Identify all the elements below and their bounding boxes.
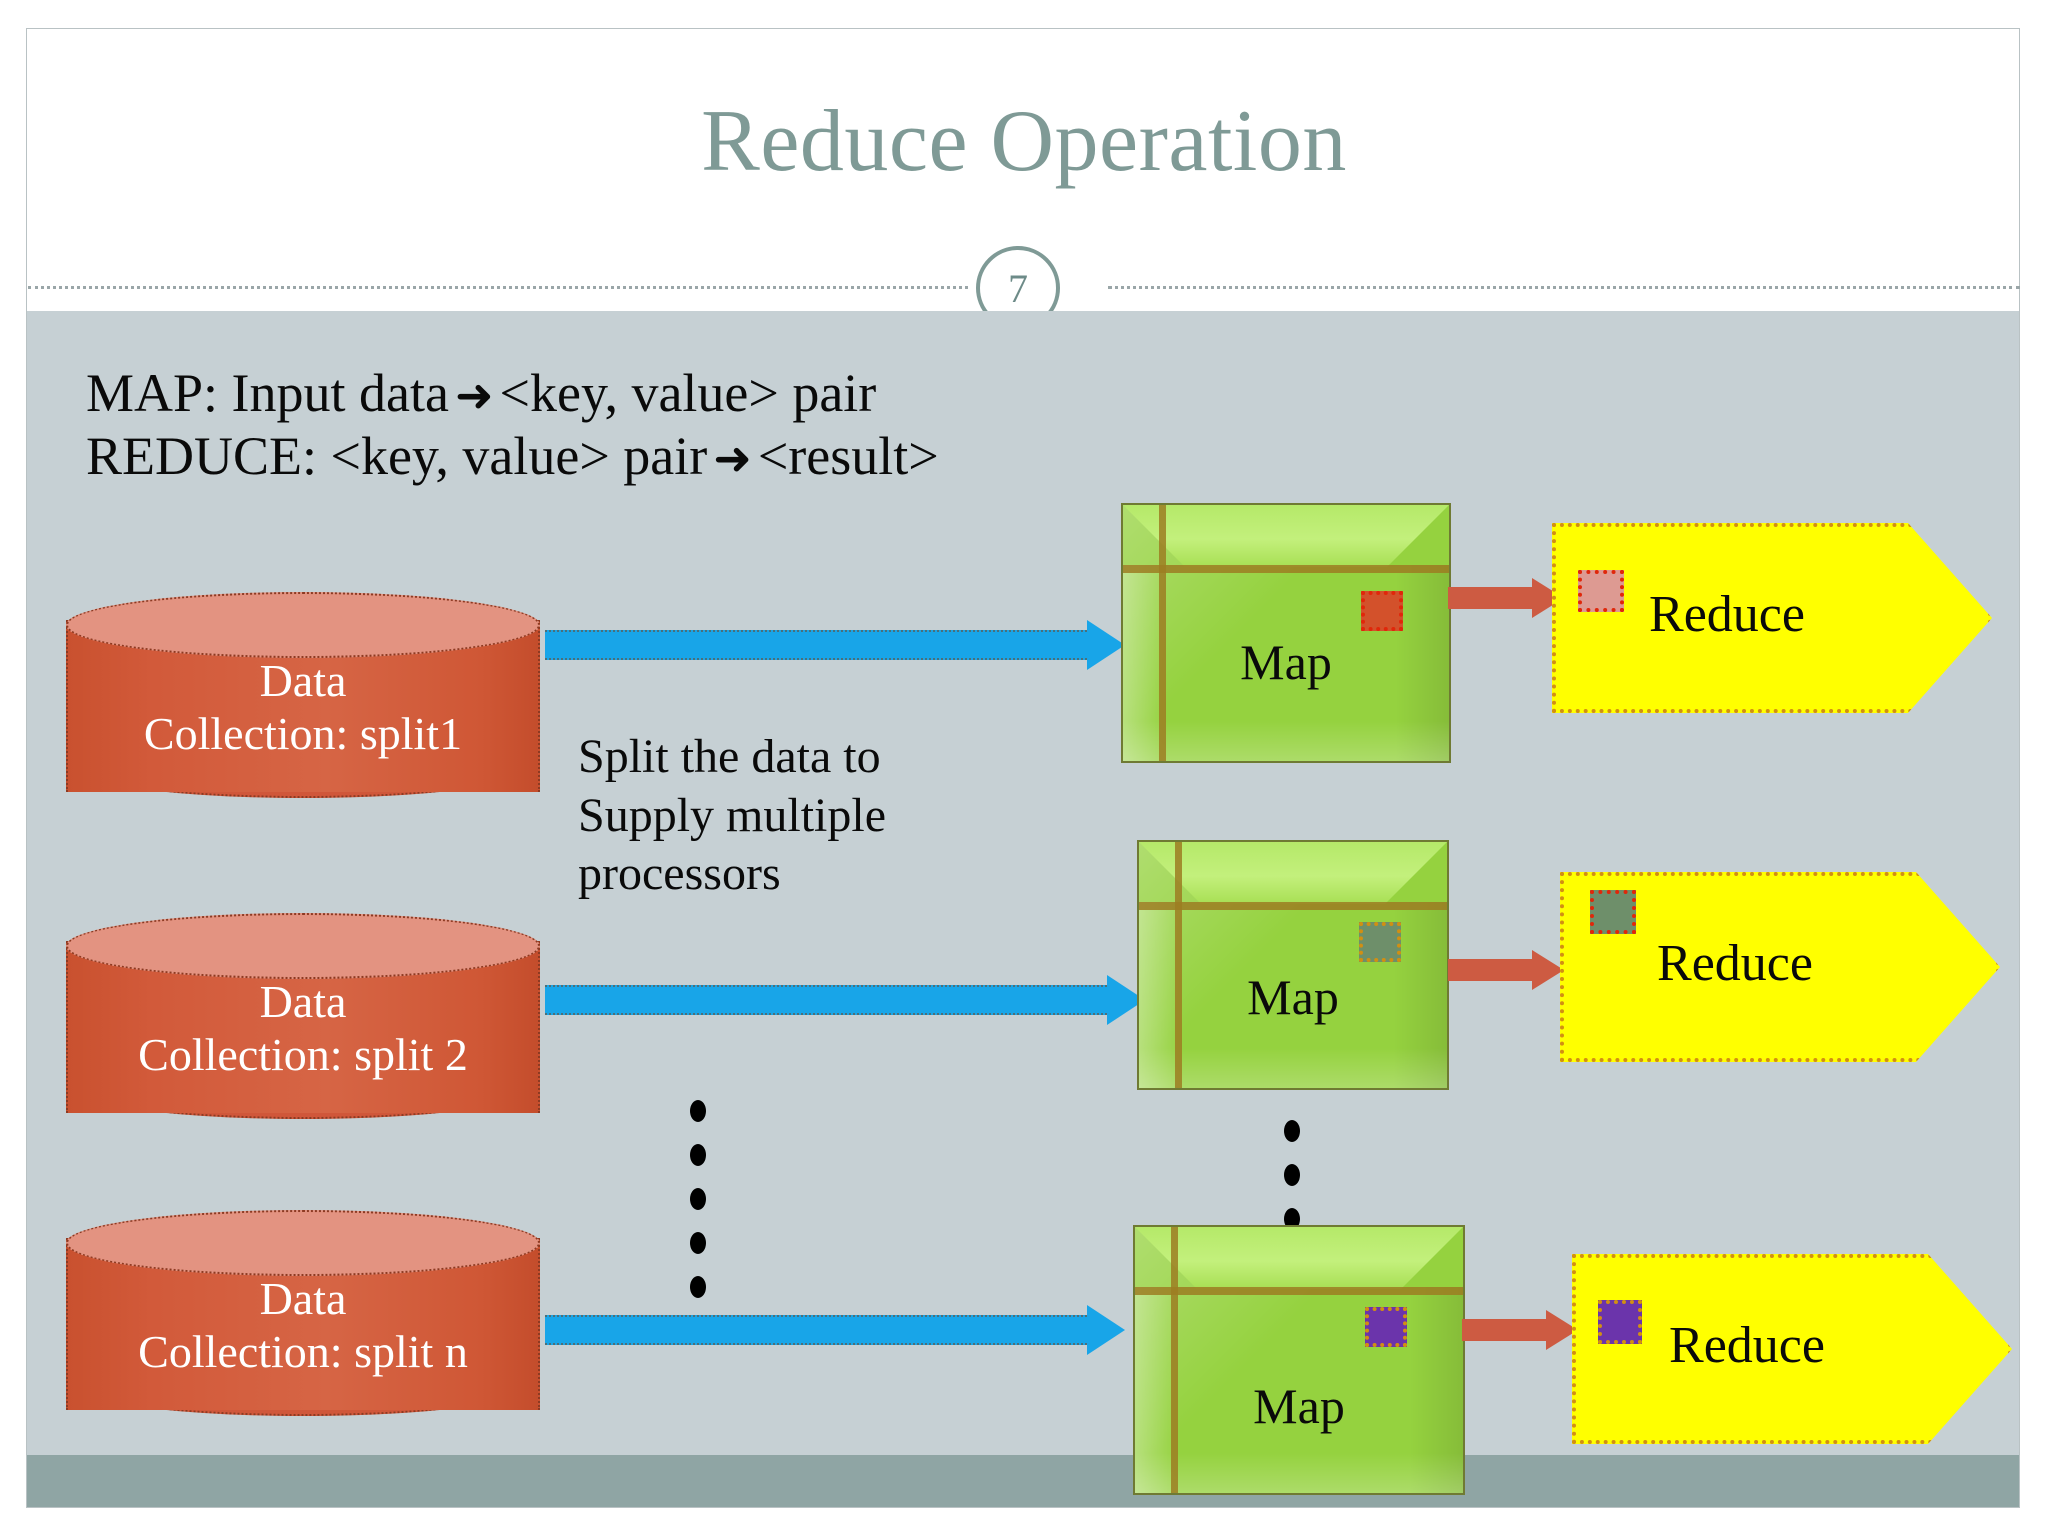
cylinder-label: Data Collection: split 2 bbox=[66, 975, 540, 1082]
arrow-shaft bbox=[1448, 959, 1532, 981]
package-edge-bottom bbox=[1139, 1048, 1447, 1088]
definition-text: MAP: Input data➜<key, value> pair REDUCE… bbox=[86, 362, 939, 488]
ellipsis-dot bbox=[1284, 1208, 1300, 1230]
package-edge-bottom bbox=[1123, 721, 1449, 761]
package-tape-horizontal bbox=[1139, 902, 1447, 910]
cylinder-label: Data Collection: split1 bbox=[66, 654, 540, 761]
reduce-node-1[interactable]: Reduce bbox=[1552, 523, 1992, 713]
map-to-reduce-arrow-3 bbox=[1462, 1310, 1578, 1350]
arrow-head bbox=[1087, 620, 1125, 670]
cylinder-label-line1: Data bbox=[259, 976, 347, 1027]
definition-line-map: MAP: Input data➜<key, value> pair bbox=[86, 362, 939, 425]
package-flap bbox=[1123, 505, 1449, 567]
data-collection-cylinder-1[interactable]: Data Collection: split1 bbox=[66, 592, 540, 800]
package-body bbox=[1133, 1225, 1465, 1495]
ellipsis-dot bbox=[690, 1276, 706, 1298]
cylinder-top bbox=[66, 913, 540, 979]
package-tape-horizontal bbox=[1135, 1287, 1463, 1295]
reduce-node-2[interactable]: Reduce bbox=[1560, 872, 2000, 1062]
header-divider-right bbox=[1108, 286, 2020, 289]
right-arrow-icon: ➜ bbox=[713, 431, 752, 486]
key-chip-icon bbox=[1359, 922, 1401, 962]
cylinder-top bbox=[66, 592, 540, 658]
arrow-shaft bbox=[1462, 1319, 1546, 1341]
map-definition-prefix: MAP: Input data bbox=[86, 363, 449, 423]
reduce-node-label: Reduce bbox=[1657, 935, 1813, 992]
package-edge-right bbox=[1395, 565, 1449, 761]
map-to-reduce-arrow-1 bbox=[1448, 578, 1564, 618]
ellipsis-dot bbox=[1284, 1120, 1300, 1142]
reduce-node-label: Reduce bbox=[1649, 586, 1805, 643]
result-chip-icon-1 bbox=[1578, 570, 1624, 612]
map-to-reduce-arrow-2 bbox=[1448, 950, 1564, 990]
content-panel-footer bbox=[27, 1455, 2019, 1507]
flow-arrow-split-1 bbox=[545, 620, 1125, 670]
package-flap bbox=[1139, 842, 1447, 904]
header-divider-left bbox=[28, 286, 968, 289]
cylinder-label: Data Collection: split n bbox=[66, 1272, 540, 1379]
result-chip-icon-3 bbox=[1598, 1300, 1642, 1344]
package-tape-vertical bbox=[1175, 842, 1182, 1088]
ellipsis-dot bbox=[690, 1232, 706, 1254]
arrow-head bbox=[1087, 1305, 1125, 1355]
package-tape-horizontal bbox=[1123, 565, 1449, 573]
package-edge-right bbox=[1393, 902, 1447, 1088]
package-tape-vertical bbox=[1171, 1227, 1178, 1493]
split-note-line2: Supply multiple bbox=[578, 788, 887, 842]
page-title: Reduce Operation bbox=[701, 93, 1347, 190]
package-edge-right bbox=[1409, 1287, 1463, 1493]
split-note-line3: processors bbox=[578, 847, 781, 901]
reduce-definition-prefix: REDUCE: <key, value> pair bbox=[86, 426, 708, 487]
flow-arrow-split-3 bbox=[545, 1305, 1125, 1355]
cylinder-top bbox=[66, 1210, 540, 1276]
ellipsis-dot bbox=[690, 1144, 706, 1166]
cylinder-label-line1: Data bbox=[259, 655, 347, 706]
key-chip-icon bbox=[1361, 591, 1403, 631]
flow-arrow-split-2 bbox=[545, 975, 1145, 1025]
map-node-3[interactable]: Map bbox=[1133, 1225, 1465, 1495]
ellipsis-dot bbox=[690, 1188, 706, 1210]
cylinder-label-line1: Data bbox=[259, 1273, 347, 1324]
map-node-2[interactable]: Map bbox=[1137, 840, 1449, 1090]
arrow-shaft bbox=[545, 630, 1087, 660]
map-definition-suffix: <key, value> pair bbox=[499, 363, 877, 423]
split-note-line1: Split the data to bbox=[578, 730, 881, 783]
reduce-node-3[interactable]: Reduce bbox=[1572, 1254, 2012, 1444]
cylinder-label-line2: Collection: split n bbox=[138, 1326, 468, 1378]
reduce-definition-suffix: <result> bbox=[757, 426, 939, 487]
map-node-1[interactable]: Map bbox=[1121, 503, 1451, 763]
data-collection-cylinder-3[interactable]: Data Collection: split n bbox=[66, 1210, 540, 1418]
vertical-ellipsis-right bbox=[1284, 1120, 1300, 1252]
ellipsis-dot bbox=[1284, 1164, 1300, 1186]
map-node-label: Map bbox=[1253, 1378, 1345, 1434]
package-flap bbox=[1135, 1227, 1463, 1289]
arrow-shaft bbox=[545, 985, 1107, 1015]
cylinder-label-line2: Collection: split 2 bbox=[138, 1029, 468, 1081]
split-note: Split the data to Supply multiple proces… bbox=[578, 728, 886, 904]
package-tape-vertical bbox=[1159, 505, 1166, 761]
cylinder-label-line2: Collection: split1 bbox=[143, 708, 463, 760]
data-collection-cylinder-2[interactable]: Data Collection: split 2 bbox=[66, 913, 540, 1121]
arrow-head bbox=[1532, 950, 1564, 990]
key-chip-icon bbox=[1365, 1307, 1407, 1347]
ellipsis-dot bbox=[690, 1100, 706, 1122]
map-node-label: Map bbox=[1247, 969, 1339, 1025]
arrow-shaft bbox=[545, 1315, 1087, 1345]
result-chip-icon-2 bbox=[1590, 890, 1636, 934]
definition-line-reduce: REDUCE: <key, value> pair➜<result> bbox=[86, 425, 939, 488]
arrow-shaft bbox=[1448, 587, 1532, 609]
package-body bbox=[1121, 503, 1451, 763]
reduce-node-label: Reduce bbox=[1669, 1317, 1825, 1374]
map-node-label: Map bbox=[1240, 634, 1332, 690]
package-body bbox=[1137, 840, 1449, 1090]
package-edge-bottom bbox=[1135, 1453, 1463, 1493]
right-arrow-icon: ➜ bbox=[454, 368, 494, 422]
